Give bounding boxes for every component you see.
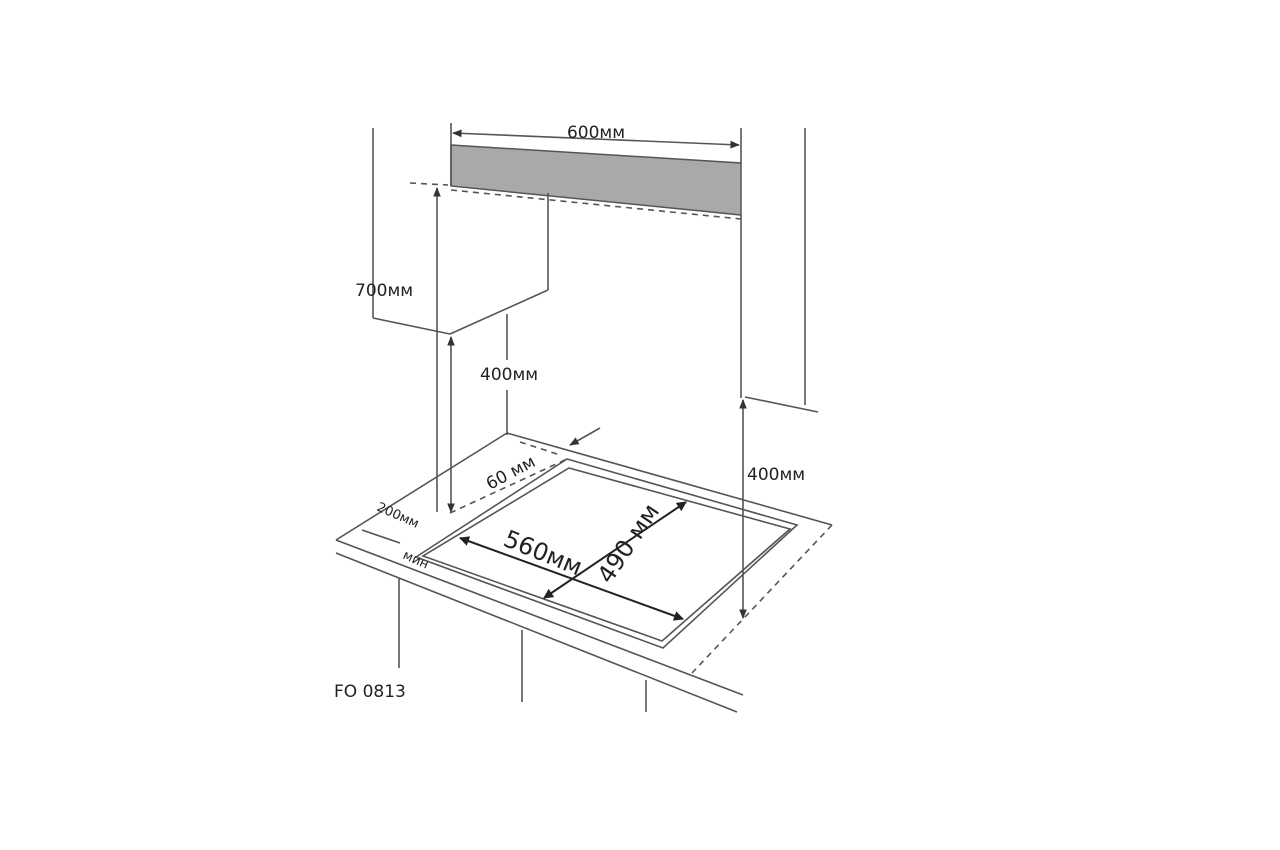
side-clearance-label: 200мм	[374, 500, 421, 532]
hood-width-dimension	[452, 129, 740, 149]
side-clearance-note: мин	[400, 548, 431, 573]
hood-width-label: 600мм	[567, 123, 625, 143]
model-code: FO 0813	[334, 682, 406, 702]
cutout-depth-arrow	[543, 501, 687, 599]
right-wall	[744, 128, 819, 413]
left-wall	[372, 128, 451, 335]
cutout-width-label: 560мм	[500, 525, 587, 582]
side-wall-height-label: 400мм	[747, 465, 805, 485]
wall-cabinet	[449, 193, 549, 435]
hob-cutout	[414, 458, 799, 649]
back-clearance-label: 60 мм	[483, 452, 539, 494]
hood-height-label: 700мм	[355, 281, 413, 301]
cutout-depth-label: 490 мм	[592, 498, 665, 588]
cabinet-height-label: 400мм	[480, 365, 538, 385]
